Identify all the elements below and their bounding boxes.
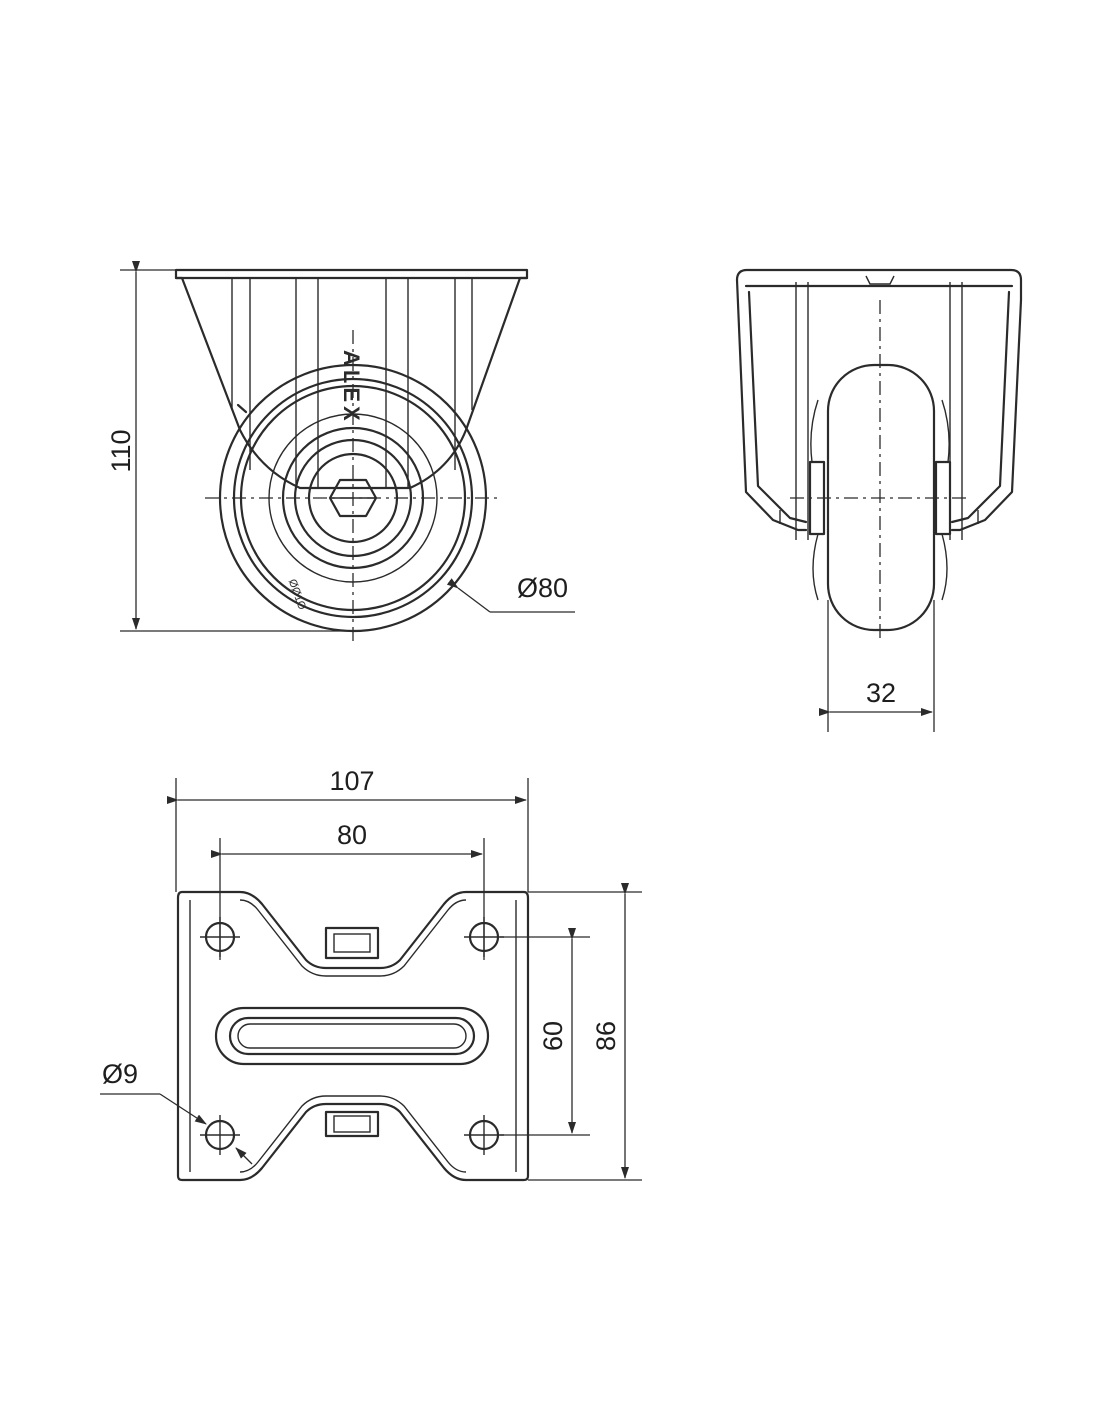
front-bracket [174, 268, 529, 490]
hole-diameter-leader [100, 1093, 253, 1165]
hole-spacing-x-label: 80 [337, 820, 367, 850]
top-nuts [324, 926, 380, 1138]
plate-width-dimension [528, 883, 642, 1181]
top-view: 107 80 60 86 Ø9 [100, 766, 642, 1182]
slot [214, 1006, 490, 1066]
side-view: 32 [735, 268, 1023, 732]
plate-length-dimension [167, 778, 529, 892]
top-plate [176, 890, 530, 1182]
plate-length-label: 107 [329, 766, 374, 796]
front-view: ALEX ØØ1Ø 110 Ø80 [106, 261, 575, 645]
hole-spacing-y-dimension [500, 928, 590, 1136]
wheel-width-dimension [819, 600, 935, 732]
hole-diameter-label: Ø9 [102, 1059, 138, 1089]
hole-spacing-x-dimension [211, 838, 485, 960]
side-bracket [735, 268, 1023, 540]
hole-spacing-y-label: 60 [538, 1021, 568, 1051]
height-label: 110 [106, 429, 136, 472]
wheel-marking: ØØ1Ø [286, 578, 308, 612]
plate-width-label: 86 [591, 1021, 621, 1051]
brand-text: ALEX [339, 350, 364, 425]
wheel-diameter-leader [446, 578, 575, 613]
mounting-holes [200, 917, 504, 1155]
wheel-width-label: 32 [866, 678, 896, 708]
height-dimension [120, 261, 353, 632]
wheel-diameter-label: Ø80 [517, 573, 568, 603]
